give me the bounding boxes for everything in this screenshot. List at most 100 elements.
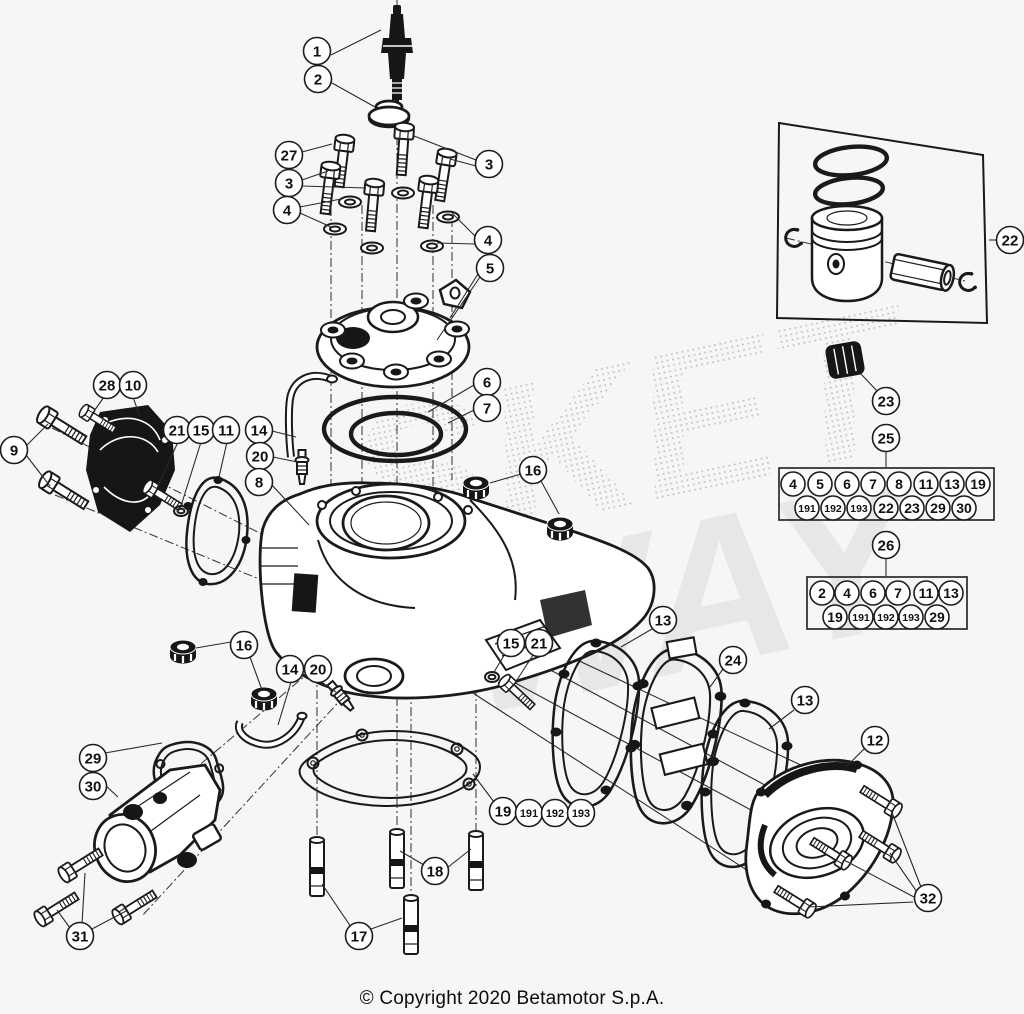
head-tower [320, 292, 470, 381]
part-nut [249, 685, 279, 712]
svg-text:22: 22 [1002, 232, 1019, 249]
callout-5: 5 [475, 253, 505, 283]
circlip [782, 226, 805, 251]
reed-gasket-left [183, 476, 251, 586]
callout-11: 11 [913, 580, 939, 606]
part-washer [420, 239, 444, 253]
svg-text:7: 7 [894, 585, 902, 601]
callout-3: 3 [274, 168, 304, 198]
callout-18: 18 [420, 856, 450, 886]
svg-text:19: 19 [970, 476, 986, 492]
callout-21: 21 [162, 415, 192, 445]
callout-30: 30 [78, 771, 108, 801]
callout-4: 4 [473, 225, 503, 255]
svg-text:192: 192 [546, 808, 564, 820]
callout-12: 12 [860, 725, 890, 755]
part-washer [360, 241, 384, 255]
callout-23: 23 [899, 495, 925, 521]
svg-text:11: 11 [218, 422, 234, 439]
svg-text:193: 193 [850, 503, 868, 515]
part-bolt [360, 177, 386, 233]
callout-8: 8 [244, 467, 274, 497]
callout-193: 193 [846, 495, 872, 521]
svg-text:29: 29 [929, 609, 945, 625]
svg-text:3: 3 [485, 156, 493, 173]
intake-manifold [744, 759, 896, 916]
callout-8: 8 [886, 471, 912, 497]
callout-16: 16 [229, 630, 259, 660]
piston-kit-box [775, 121, 989, 325]
callout-20: 20 [303, 654, 333, 684]
svg-text:18: 18 [427, 863, 444, 880]
wrist-pin [889, 252, 956, 292]
reed-spacer [627, 636, 728, 825]
cylinder-head [315, 278, 472, 389]
svg-text:24: 24 [725, 652, 742, 669]
callout-11: 11 [913, 471, 939, 497]
callout-6: 6 [472, 367, 502, 397]
svg-text:5: 5 [816, 476, 824, 492]
callout-22: 22 [995, 225, 1024, 255]
svg-text:4: 4 [283, 202, 292, 219]
copyright-text: © Copyright 2020 Betamotor S.p.A. [359, 988, 665, 1009]
svg-text:22: 22 [878, 500, 894, 516]
callout-19: 19 [822, 604, 848, 630]
svg-text:7: 7 [483, 400, 491, 417]
leader-lines [25, 29, 998, 930]
svg-text:13: 13 [943, 585, 959, 601]
svg-text:2: 2 [818, 585, 826, 601]
base-gasket [298, 728, 481, 808]
callout-14: 14 [275, 654, 305, 684]
svg-text:27: 27 [281, 147, 298, 164]
part-bolt [55, 843, 106, 885]
part-bolt [390, 121, 416, 177]
part-bolt [31, 887, 82, 929]
callout-7: 7 [472, 393, 502, 423]
part-bolt [35, 468, 92, 515]
callout-2: 2 [809, 580, 835, 606]
callout-6: 6 [860, 580, 886, 606]
piston [810, 204, 884, 303]
svg-text:6: 6 [483, 374, 491, 391]
svg-text:11: 11 [919, 476, 934, 492]
callout-21: 21 [524, 628, 554, 658]
svg-text:13: 13 [655, 612, 672, 629]
callout-10: 10 [118, 370, 148, 400]
callout-28: 28 [92, 370, 122, 400]
callout-13: 13 [790, 685, 820, 715]
part-stud [468, 830, 484, 891]
part-stud [403, 894, 419, 955]
circlip [956, 270, 979, 295]
svg-text:193: 193 [572, 808, 590, 820]
callout-4: 4 [780, 471, 806, 497]
callout-4: 4 [272, 195, 302, 225]
svg-text:20: 20 [252, 448, 269, 465]
svg-text:5: 5 [486, 260, 494, 277]
svg-text:6: 6 [869, 585, 877, 601]
callout-25: 25 [871, 423, 901, 453]
svg-text:4: 4 [789, 476, 797, 492]
callout-7: 7 [885, 580, 911, 606]
svg-text:191: 191 [852, 612, 870, 624]
svg-text:4: 4 [843, 585, 851, 601]
callout-192: 192 [540, 798, 570, 828]
svg-text:193: 193 [902, 612, 920, 624]
callout-22: 22 [873, 495, 899, 521]
head-bolts [314, 121, 460, 255]
callout-9: 9 [0, 435, 29, 465]
rubber-cap [825, 341, 865, 379]
svg-text:8: 8 [895, 476, 903, 492]
part-bolt [109, 885, 160, 927]
callout-30: 30 [951, 495, 977, 521]
callout-7: 7 [860, 471, 886, 497]
svg-text:9: 9 [10, 442, 18, 459]
svg-text:30: 30 [956, 500, 972, 516]
callout-15: 15 [496, 628, 526, 658]
part-nut [168, 638, 198, 665]
svg-text:17: 17 [351, 928, 368, 945]
svg-text:11: 11 [919, 585, 934, 601]
hose-fitting [294, 449, 310, 485]
svg-text:29: 29 [930, 500, 946, 516]
svg-text:8: 8 [255, 474, 263, 491]
